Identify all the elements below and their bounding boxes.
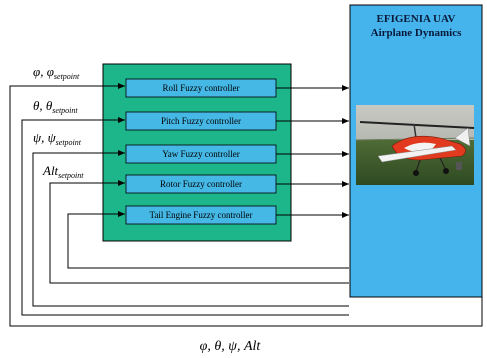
controller-tail-engine: Tail Engine Fuzzy controller [125,205,277,225]
input-label-yaw: ψ, ψsetpoint [33,130,82,147]
controller-roll-label: Roll Fuzzy controller [163,83,240,93]
wire-alt [49,180,349,284]
feedback-label: φ, θ, ψ, Alt [200,339,262,354]
wire-yaw [32,150,349,307]
uav-title-line1: EFIGENIA UAV [377,13,456,25]
controller-yaw: Yaw Fuzzy controller [125,144,277,164]
controller-roll: Roll Fuzzy controller [125,78,277,98]
input-label-roll: φ, φsetpoint [33,64,80,81]
autogyro-uav-photo [355,105,475,185]
controller-pitch-label: Pitch Fuzzy controller [161,116,241,126]
input-label-pitch: θ, θsetpoint [33,98,78,115]
controller-rotor-label: Rotor Fuzzy controller [160,179,242,189]
controller-rotor: Rotor Fuzzy controller [125,174,277,194]
controller-tail-engine-label: Tail Engine Fuzzy controller [149,210,252,220]
controller-yaw-label: Yaw Fuzzy controller [162,149,240,159]
wire-tail-engine [67,211,349,269]
uav-title-line2: Airplane Dynamics [371,27,462,39]
input-label-alt: Altsetpoint [42,163,84,180]
controller-pitch: Pitch Fuzzy controller [125,111,277,131]
wire-pitch [21,117,349,316]
